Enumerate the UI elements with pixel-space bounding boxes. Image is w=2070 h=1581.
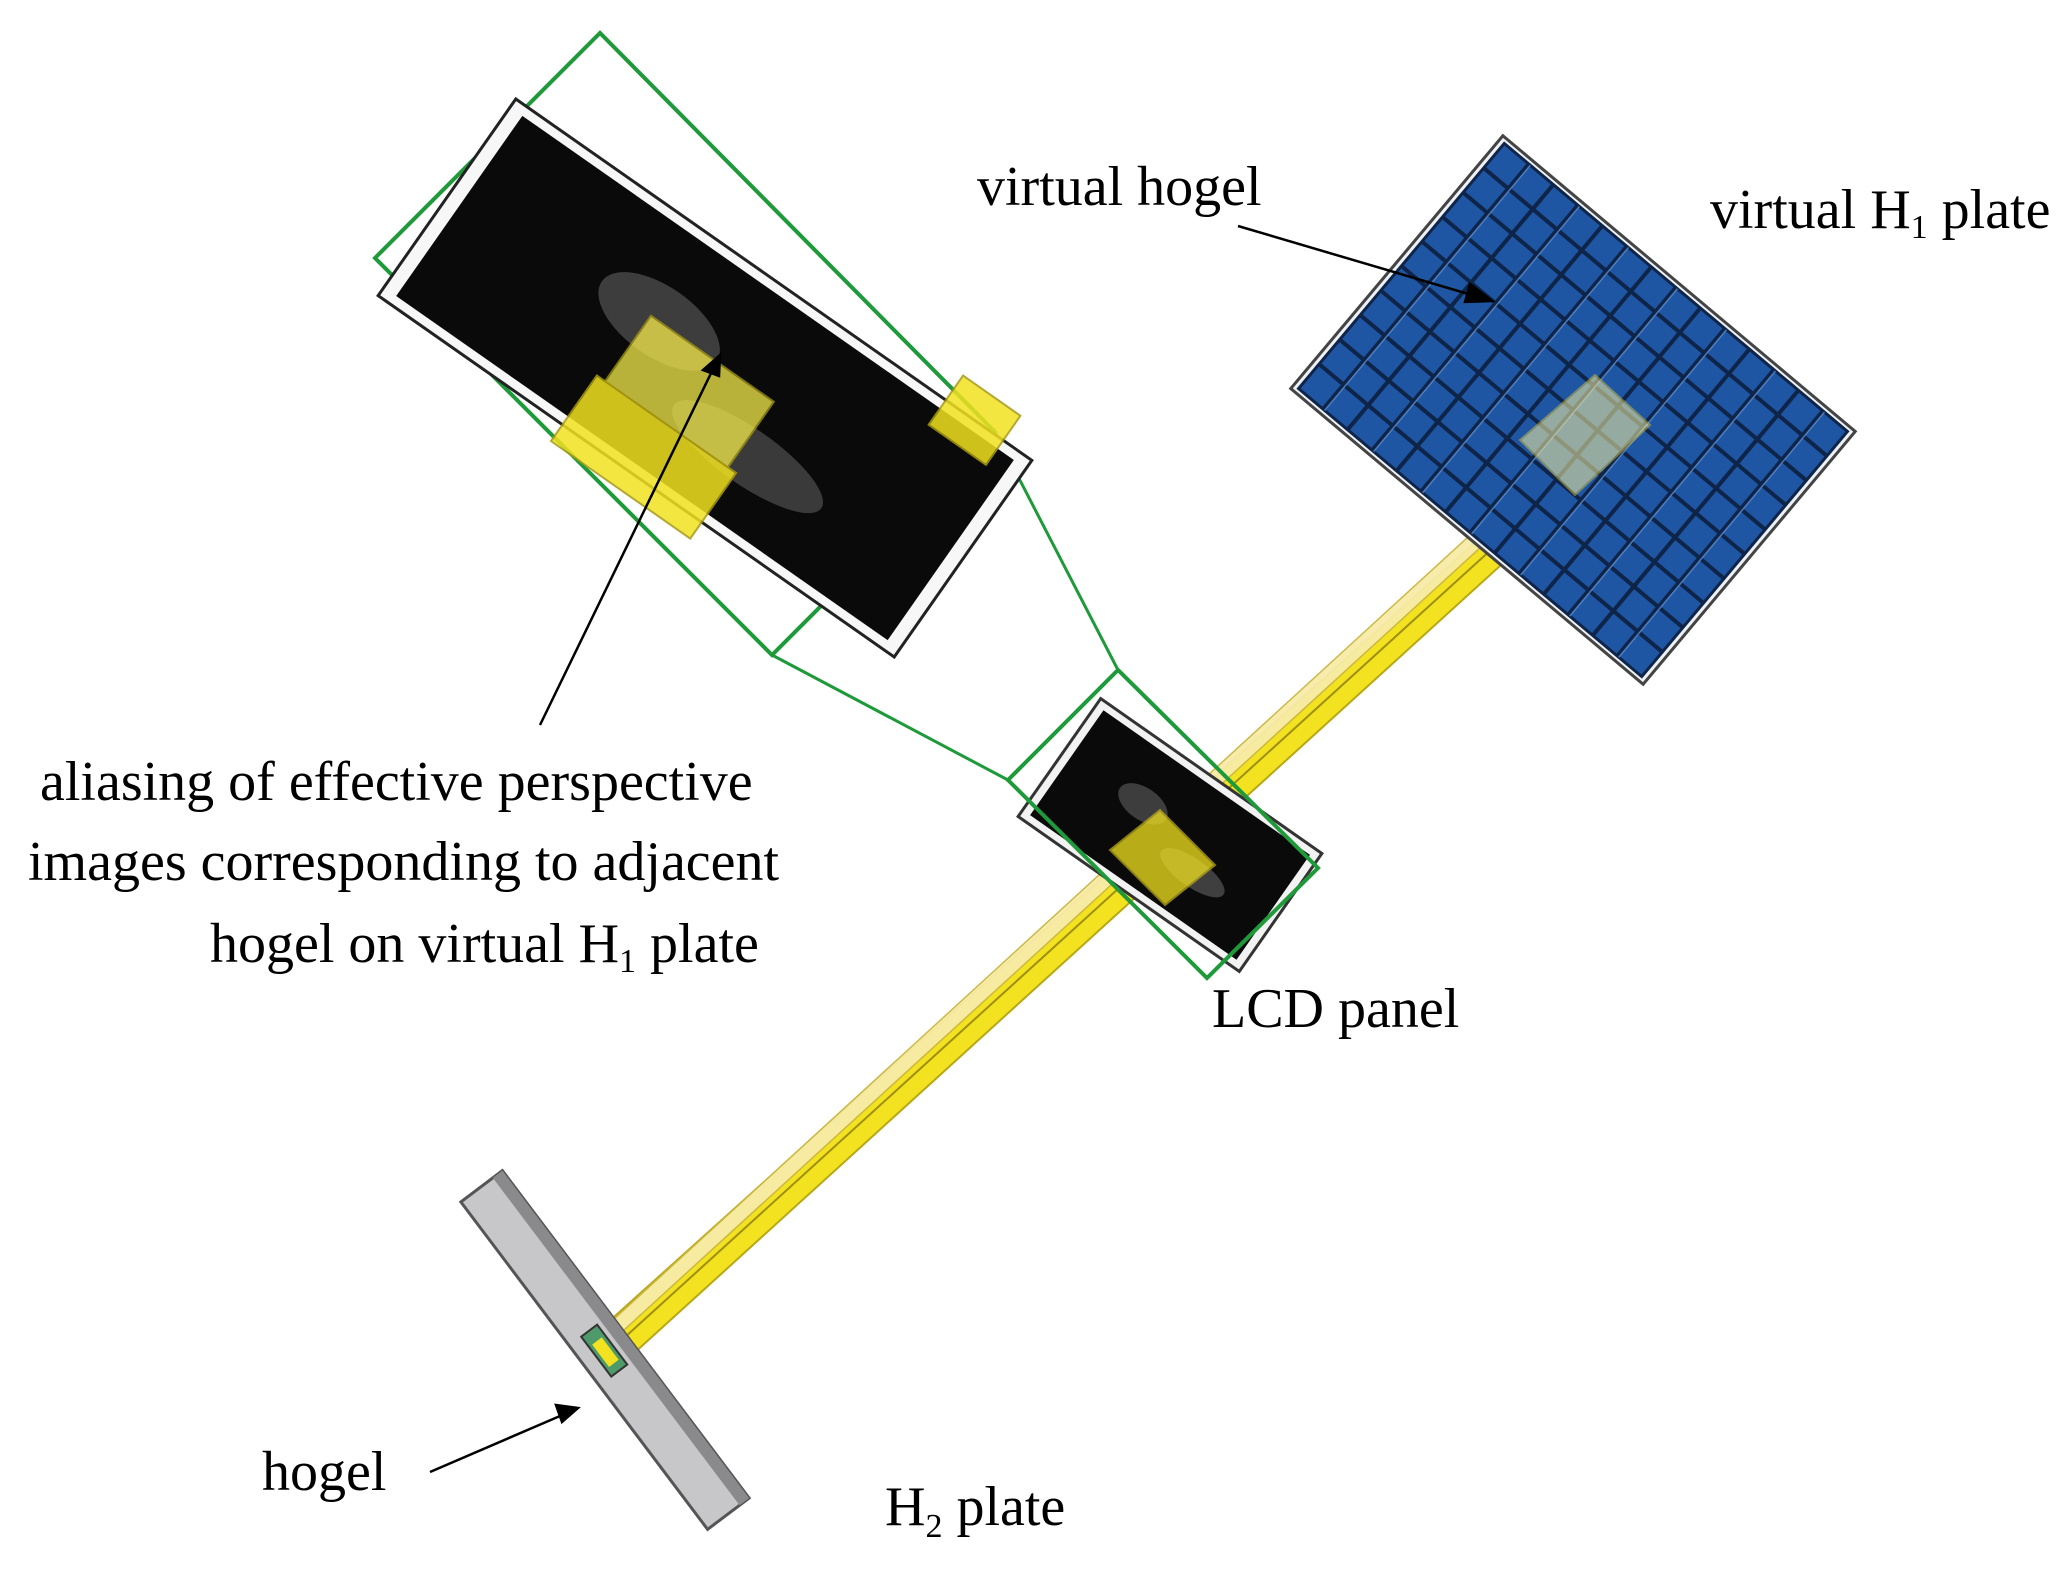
- lcd-panel-label: LCD panel: [1212, 978, 1459, 1040]
- arrows: [429, 224, 1496, 1474]
- h2-plate-label: H2 plate: [815, 1476, 1107, 1545]
- zoom-connector-bottom: [771, 653, 1009, 782]
- h2-plate: [458, 1168, 752, 1532]
- hogel-arrow: [429, 1411, 568, 1474]
- virtual-hogel-highlight: [1518, 373, 1652, 497]
- virtual-hogel-arrowhead: [1463, 281, 1496, 304]
- hogel-label: hogel: [262, 1441, 386, 1503]
- aliasing-arrow: [538, 364, 717, 726]
- aliasing-arrowhead: [700, 352, 722, 378]
- aliasing-label-line2: images corresponding to adjacent: [28, 831, 780, 893]
- aliasing-label-line3: hogel on virtual H1 plate: [140, 913, 801, 980]
- aliasing-label-line1: aliasing of effective perspective: [40, 751, 753, 813]
- virtual-h1-plate-label: virtual H1 plate: [1640, 179, 2070, 246]
- lcd-beam-crossing: [1108, 808, 1217, 907]
- hogel-arrowhead: [554, 1403, 581, 1425]
- virtual-hogel-label: virtual hogel: [977, 156, 1262, 218]
- magnified-lcd-view: [376, 96, 1034, 660]
- virtual-hogel-arrow: [1237, 224, 1483, 300]
- lcd-zoom-frame: [1005, 667, 1321, 981]
